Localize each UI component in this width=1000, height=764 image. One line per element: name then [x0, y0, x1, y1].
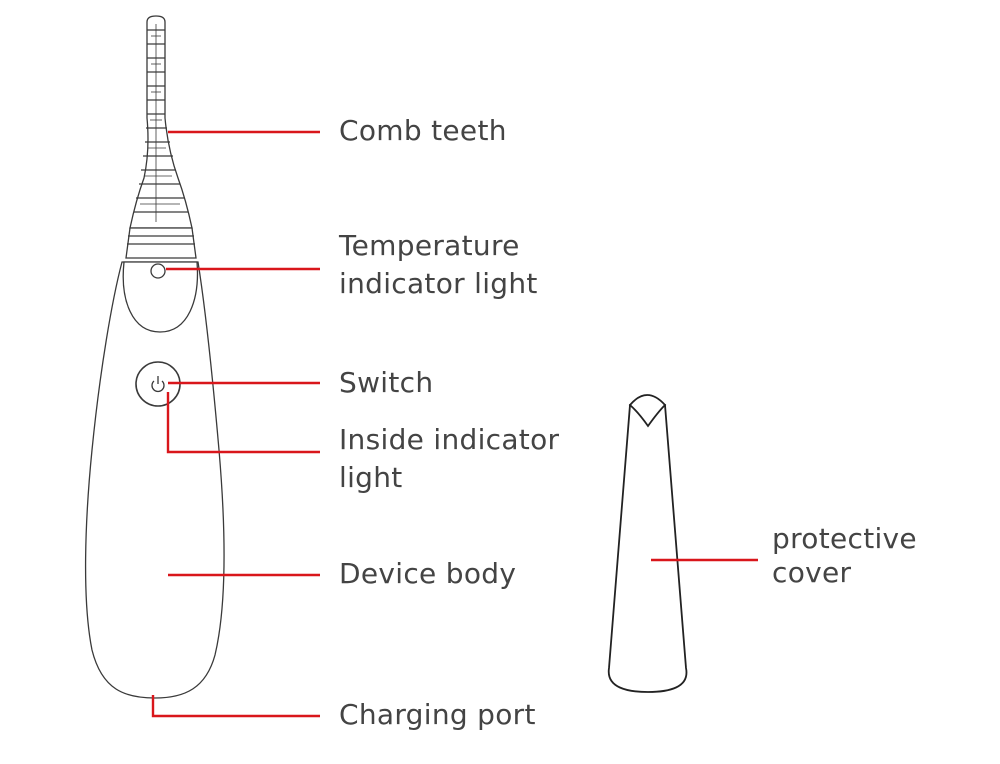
comb-teeth	[129, 15, 193, 229]
temperature-indicator-light	[150, 263, 166, 279]
leader-charging-port	[151, 695, 320, 718]
device-body-outline	[84, 261, 225, 699]
power-icon	[151, 376, 165, 393]
comb-teeth-label: Comb teeth	[339, 114, 507, 147]
protective-cover	[608, 394, 688, 693]
switch-label: Switch	[339, 366, 434, 399]
leader-inside-indicator	[166, 392, 320, 454]
device-body-label: Device body	[339, 557, 517, 590]
temperature-indicator-label: Temperature indicator light	[339, 229, 538, 300]
device-head-cap	[122, 261, 199, 333]
charging-port-label: Charging port	[339, 698, 536, 731]
device-neck	[125, 227, 197, 259]
protective-cover-label: protective cover	[772, 522, 917, 589]
inside-indicator-label: Inside indicator light	[339, 423, 560, 494]
leader-lines	[151, 130, 758, 718]
